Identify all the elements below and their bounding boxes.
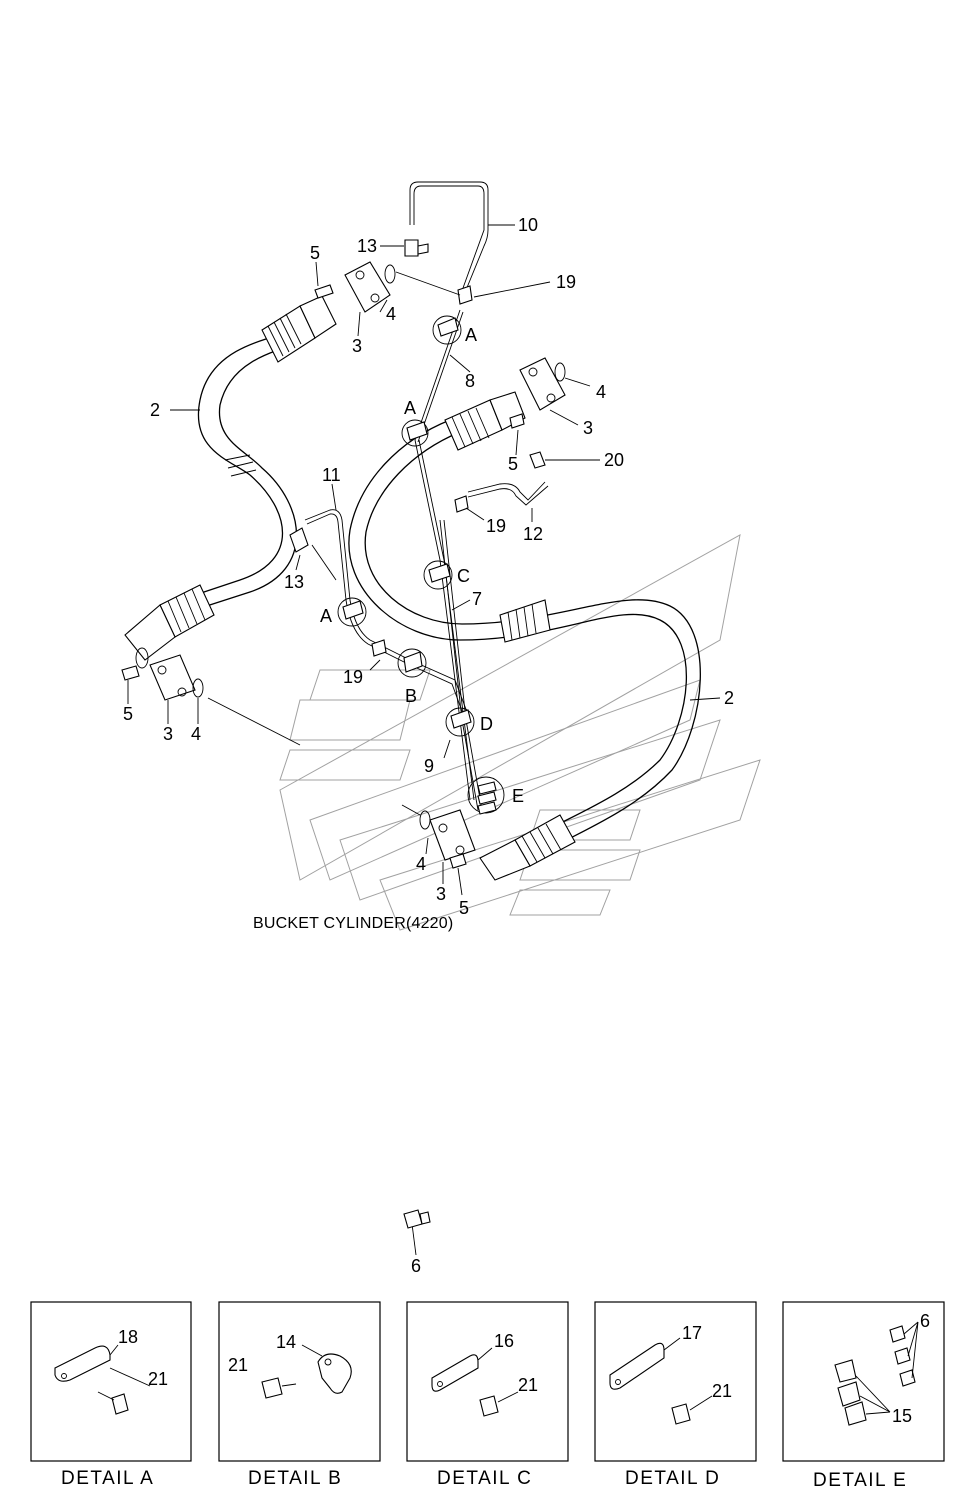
callout-detail-b: B bbox=[405, 686, 417, 706]
tube-12 bbox=[467, 481, 549, 506]
bolt-5-lower-right bbox=[449, 853, 467, 869]
fitting-19-mid bbox=[454, 495, 469, 513]
callout-13: 13 bbox=[284, 572, 304, 592]
o-ring-lower-left-hose bbox=[135, 647, 149, 669]
callout-7: 7 bbox=[472, 589, 482, 609]
tube-10 bbox=[409, 181, 489, 291]
callout-9: 9 bbox=[424, 756, 434, 776]
detail-a-label-18: 18 bbox=[118, 1327, 138, 1347]
flange-3-upper-right bbox=[519, 357, 566, 411]
hose-crimp-lower-right bbox=[479, 814, 576, 881]
callout-detail-a: A bbox=[404, 398, 416, 418]
detail-panel-b: 14 21 bbox=[218, 1301, 381, 1462]
detail-a-label-21: 21 bbox=[148, 1369, 168, 1389]
callout-10: 10 bbox=[518, 215, 538, 235]
o-ring-4-upper-left bbox=[384, 264, 396, 284]
clamps bbox=[342, 317, 497, 815]
o-ring-4-lower-right bbox=[419, 810, 431, 830]
callout-19: 19 bbox=[556, 272, 576, 292]
callout-5: 5 bbox=[459, 898, 469, 918]
flange-3-upper-left bbox=[344, 261, 391, 313]
detail-panel-c: 16 21 bbox=[406, 1301, 569, 1462]
callout-detail-a: A bbox=[320, 606, 332, 626]
detail-c-title: DETAIL C bbox=[437, 1468, 532, 1489]
callout-19: 19 bbox=[486, 516, 506, 536]
callout-3: 3 bbox=[352, 336, 362, 356]
callout-4: 4 bbox=[386, 304, 396, 324]
bolt-5-upper-right bbox=[509, 413, 525, 429]
hose-crimp-lower bbox=[124, 584, 215, 661]
callout-12: 12 bbox=[523, 524, 543, 544]
detail-e-label-15: 15 bbox=[892, 1406, 912, 1426]
fitting-6 bbox=[403, 1209, 431, 1229]
callout-20: 20 bbox=[604, 450, 624, 470]
detail-b-title: DETAIL B bbox=[248, 1468, 342, 1489]
flange-3-lower-left bbox=[149, 654, 196, 701]
callout-5: 5 bbox=[310, 243, 320, 263]
callout-6: 6 bbox=[411, 1256, 421, 1276]
fitting-20 bbox=[529, 451, 546, 469]
callout-detail-d: D bbox=[480, 714, 493, 734]
detail-panel-d: 17 21 bbox=[594, 1301, 757, 1462]
detail-c-label-21: 21 bbox=[518, 1375, 538, 1395]
callout-3: 3 bbox=[583, 418, 593, 438]
hose-crimp-mid bbox=[499, 599, 551, 643]
detail-e-title: DETAIL E bbox=[813, 1470, 907, 1491]
hose-crimp-upper bbox=[261, 295, 337, 363]
bolt-5-upper-left bbox=[314, 284, 334, 299]
diagram-caption: BUCKET CYLINDER(4220) bbox=[253, 915, 453, 932]
hose-right bbox=[348, 391, 701, 881]
hose-crimp-upper-right bbox=[444, 391, 526, 451]
fitting-19-lower bbox=[371, 639, 387, 657]
main-callouts: 10 13 5 19 4 3 A 8 2 4 3 A 5 20 11 19 12… bbox=[123, 215, 734, 1276]
detail-b-label-14: 14 bbox=[276, 1332, 296, 1352]
o-ring-4-lower-left bbox=[192, 678, 204, 698]
detail-panel-e: 6 15 bbox=[782, 1301, 945, 1462]
detail-b-label-21: 21 bbox=[228, 1355, 248, 1375]
detail-e-label-6: 6 bbox=[920, 1311, 930, 1331]
tube-7 bbox=[414, 439, 475, 801]
callout-3: 3 bbox=[436, 884, 446, 904]
detail-d-label-21: 21 bbox=[712, 1381, 732, 1401]
callout-detail-e: E bbox=[512, 786, 524, 806]
callout-2: 2 bbox=[150, 400, 160, 420]
callout-4: 4 bbox=[596, 382, 606, 402]
detail-d-label-17: 17 bbox=[682, 1323, 702, 1343]
fitting-13-lower bbox=[289, 527, 309, 553]
callout-detail-c: C bbox=[457, 566, 470, 586]
bolt-5-lower-left bbox=[121, 665, 140, 681]
callout-11: 11 bbox=[322, 465, 341, 485]
callout-3: 3 bbox=[163, 724, 173, 744]
detail-c-label-16: 16 bbox=[494, 1331, 514, 1351]
flange-3-lower-right bbox=[429, 809, 476, 861]
detail-panel-a: 18 21 bbox=[30, 1301, 192, 1462]
detail-d-title: DETAIL D bbox=[625, 1468, 720, 1489]
callout-2: 2 bbox=[724, 688, 734, 708]
watermark-logo bbox=[279, 534, 761, 931]
fitting-13-upper bbox=[404, 239, 429, 257]
fitting-19-upper bbox=[457, 285, 473, 305]
callout-detail-a: A bbox=[465, 325, 477, 345]
callout-13: 13 bbox=[357, 236, 377, 256]
callout-4: 4 bbox=[191, 724, 201, 744]
tube-11 bbox=[304, 509, 471, 723]
callout-4: 4 bbox=[416, 854, 426, 874]
o-ring-4-upper-right bbox=[554, 362, 566, 382]
callout-8: 8 bbox=[465, 371, 475, 391]
callout-19: 19 bbox=[343, 667, 363, 687]
callout-5: 5 bbox=[508, 454, 518, 474]
detail-a-title: DETAIL A bbox=[61, 1468, 154, 1489]
leader-lines bbox=[127, 224, 721, 1256]
detail-marker-circles bbox=[337, 315, 505, 814]
callout-5: 5 bbox=[123, 704, 133, 724]
hose-left bbox=[124, 295, 337, 661]
